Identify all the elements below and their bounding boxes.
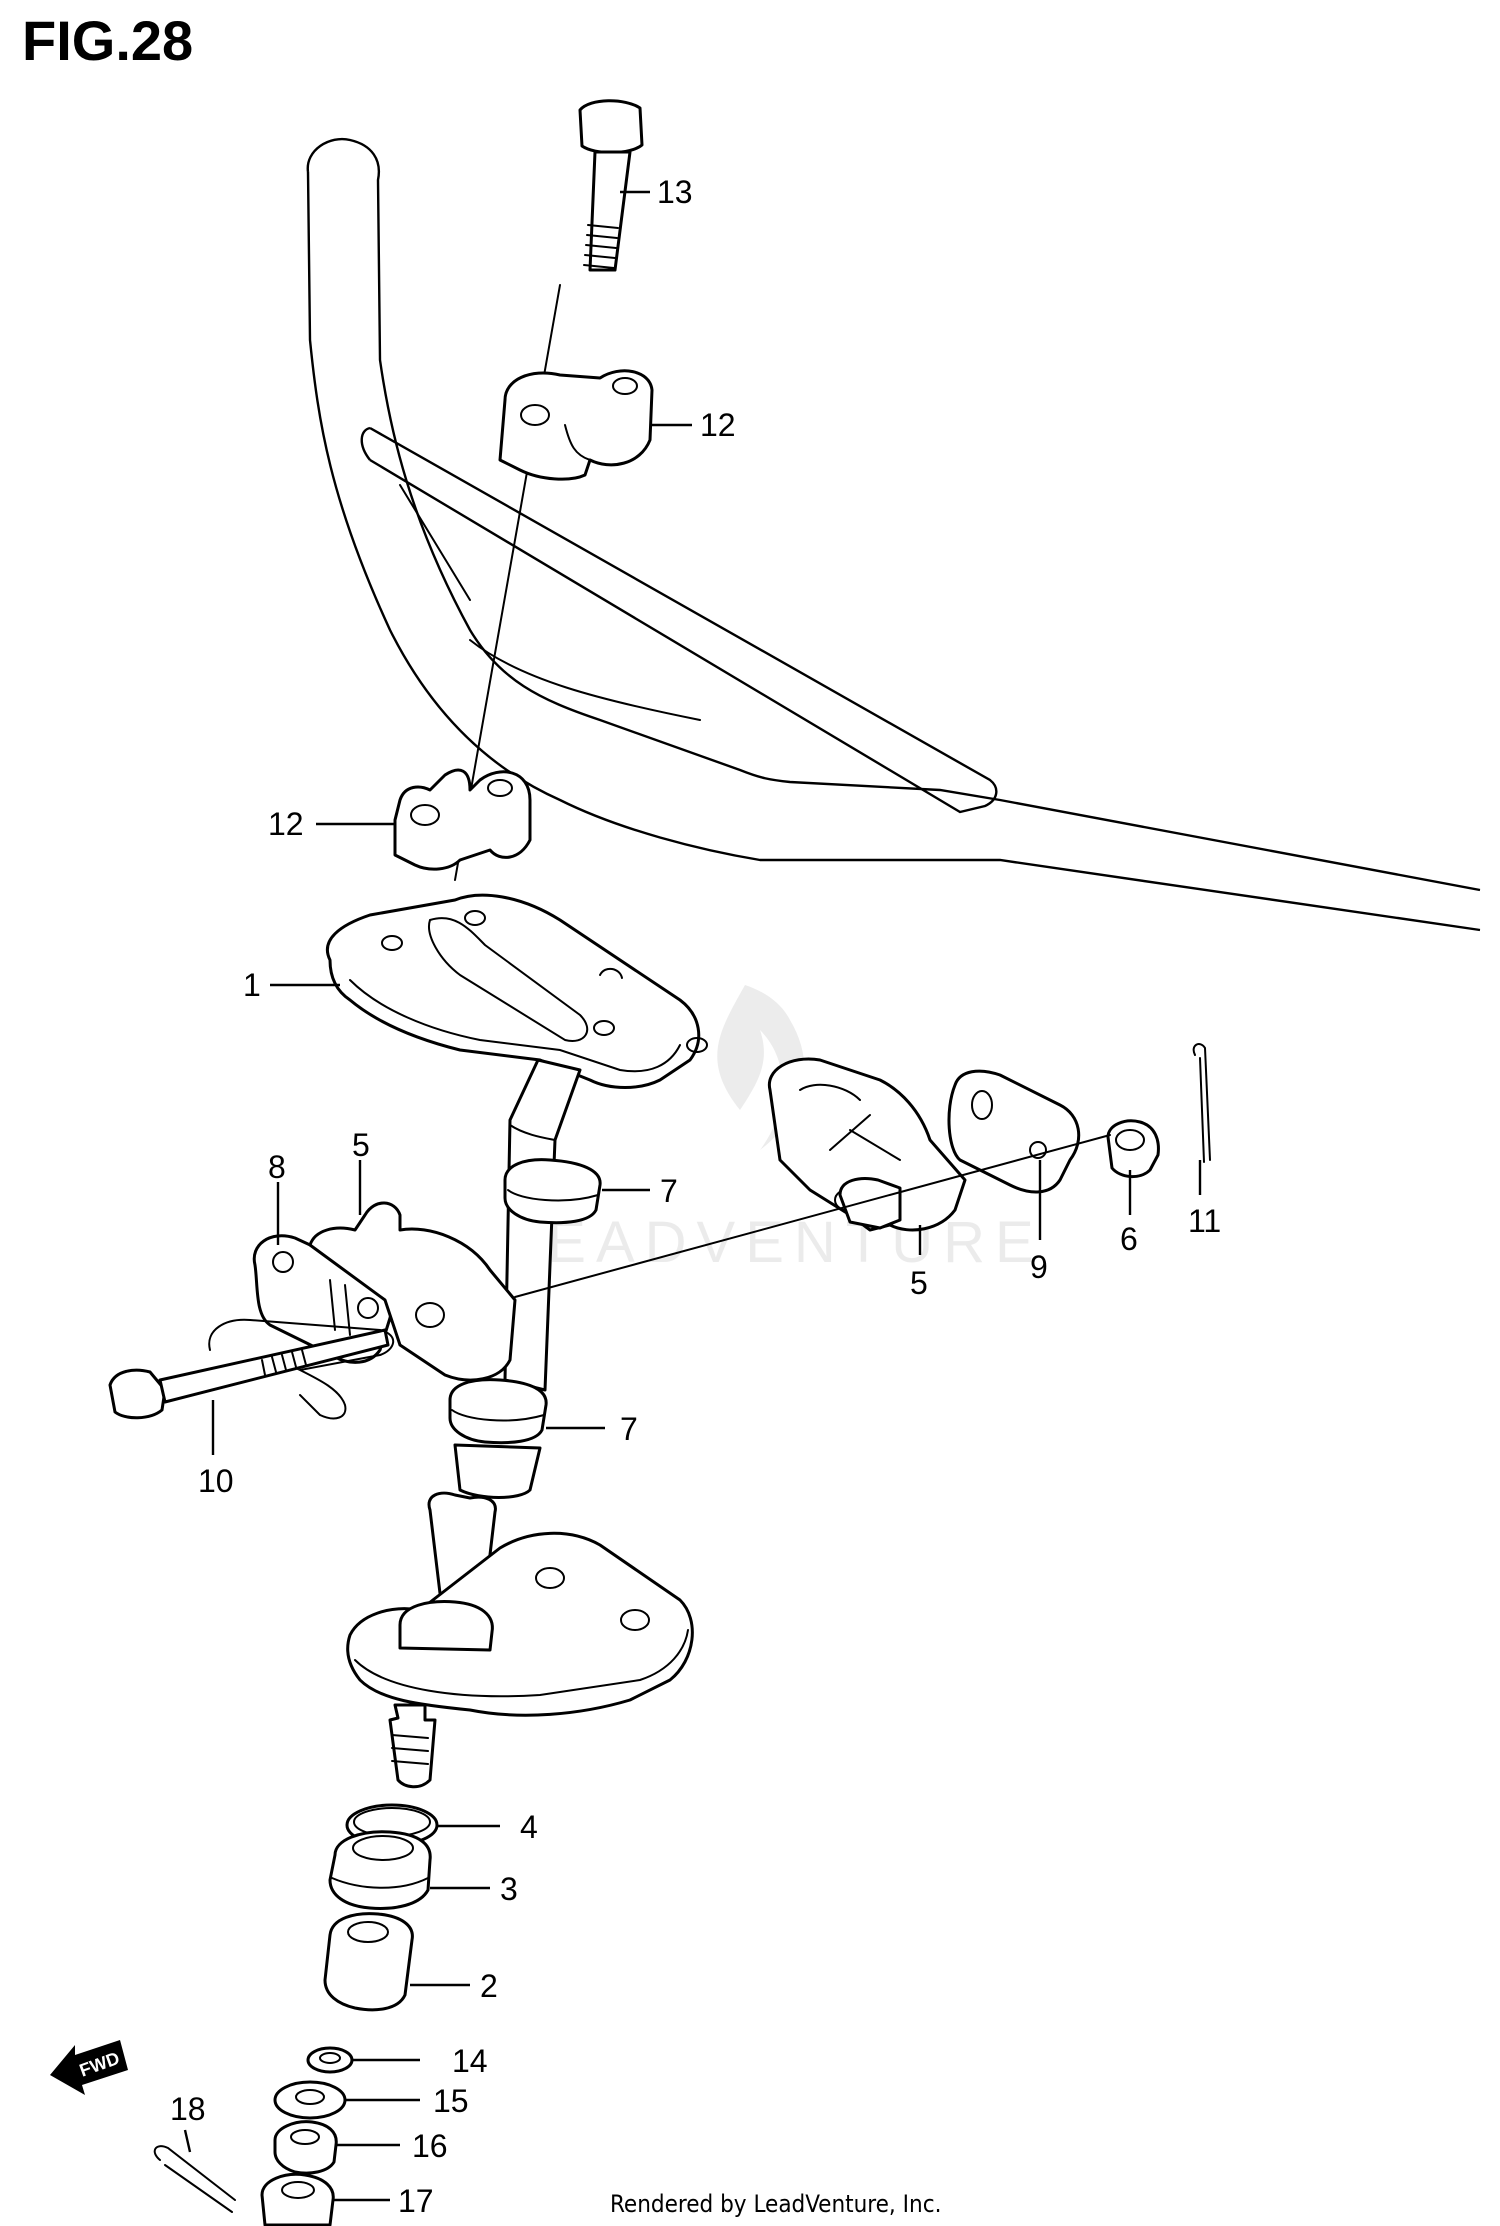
steering-shaft-lower — [346, 1491, 694, 1789]
handlebar — [306, 137, 1481, 932]
callout-11: 11 — [1188, 1203, 1221, 1239]
bushing-2 — [323, 1912, 414, 2012]
upper-handlebar-clamp — [498, 369, 654, 481]
callout-17: 17 — [398, 2183, 434, 2219]
callout-12-upper: 12 — [700, 407, 736, 443]
washer-14 — [306, 2046, 354, 2074]
figure-title: FIG.28 — [22, 9, 194, 72]
callout-labels: 13 12 12 1 8 5 7 5 9 6 11 10 7 4 3 2 14 … — [170, 174, 1221, 2219]
leader-lines — [183, 190, 1202, 2202]
callout-16: 16 — [412, 2128, 448, 2164]
footer-credit: Rendered by LeadVenture, Inc. — [610, 2190, 942, 2218]
callout-5-right: 5 — [910, 1265, 928, 1301]
callout-14: 14 — [452, 2043, 488, 2079]
washer-16 — [273, 2120, 338, 2175]
right-shaft-holder — [767, 1043, 1211, 1232]
callout-10: 10 — [198, 1463, 234, 1499]
callout-5-left: 5 — [352, 1127, 370, 1163]
bolt-10 — [108, 1318, 395, 1420]
callout-6: 6 — [1120, 1221, 1138, 1257]
cotter-pin-18 — [153, 2145, 236, 2213]
callout-7-upper: 7 — [660, 1173, 678, 1209]
callout-8: 8 — [268, 1149, 286, 1185]
callout-13: 13 — [657, 174, 693, 210]
callout-12-lower: 12 — [268, 806, 304, 842]
callout-4: 4 — [520, 1809, 538, 1845]
callout-3: 3 — [500, 1871, 518, 1907]
bolt-axis-line — [514, 1134, 1111, 1298]
left-shaft-holder — [252, 1201, 517, 1382]
callout-18: 18 — [170, 2091, 206, 2127]
lower-parts-stack — [260, 1803, 439, 2226]
forward-direction-arrow: FWD — [50, 2040, 128, 2095]
callout-7-lower: 7 — [620, 1411, 638, 1447]
bolt-13 — [578, 99, 644, 272]
callout-9: 9 — [1030, 1249, 1048, 1285]
callout-15: 15 — [433, 2083, 469, 2119]
steering-shaft-upper — [326, 893, 708, 1499]
washer-15 — [273, 2080, 347, 2120]
callout-1: 1 — [243, 967, 261, 1003]
lower-handlebar-clamp — [393, 768, 532, 871]
callout-2: 2 — [480, 1968, 498, 2004]
bearing-3 — [328, 1830, 432, 1910]
